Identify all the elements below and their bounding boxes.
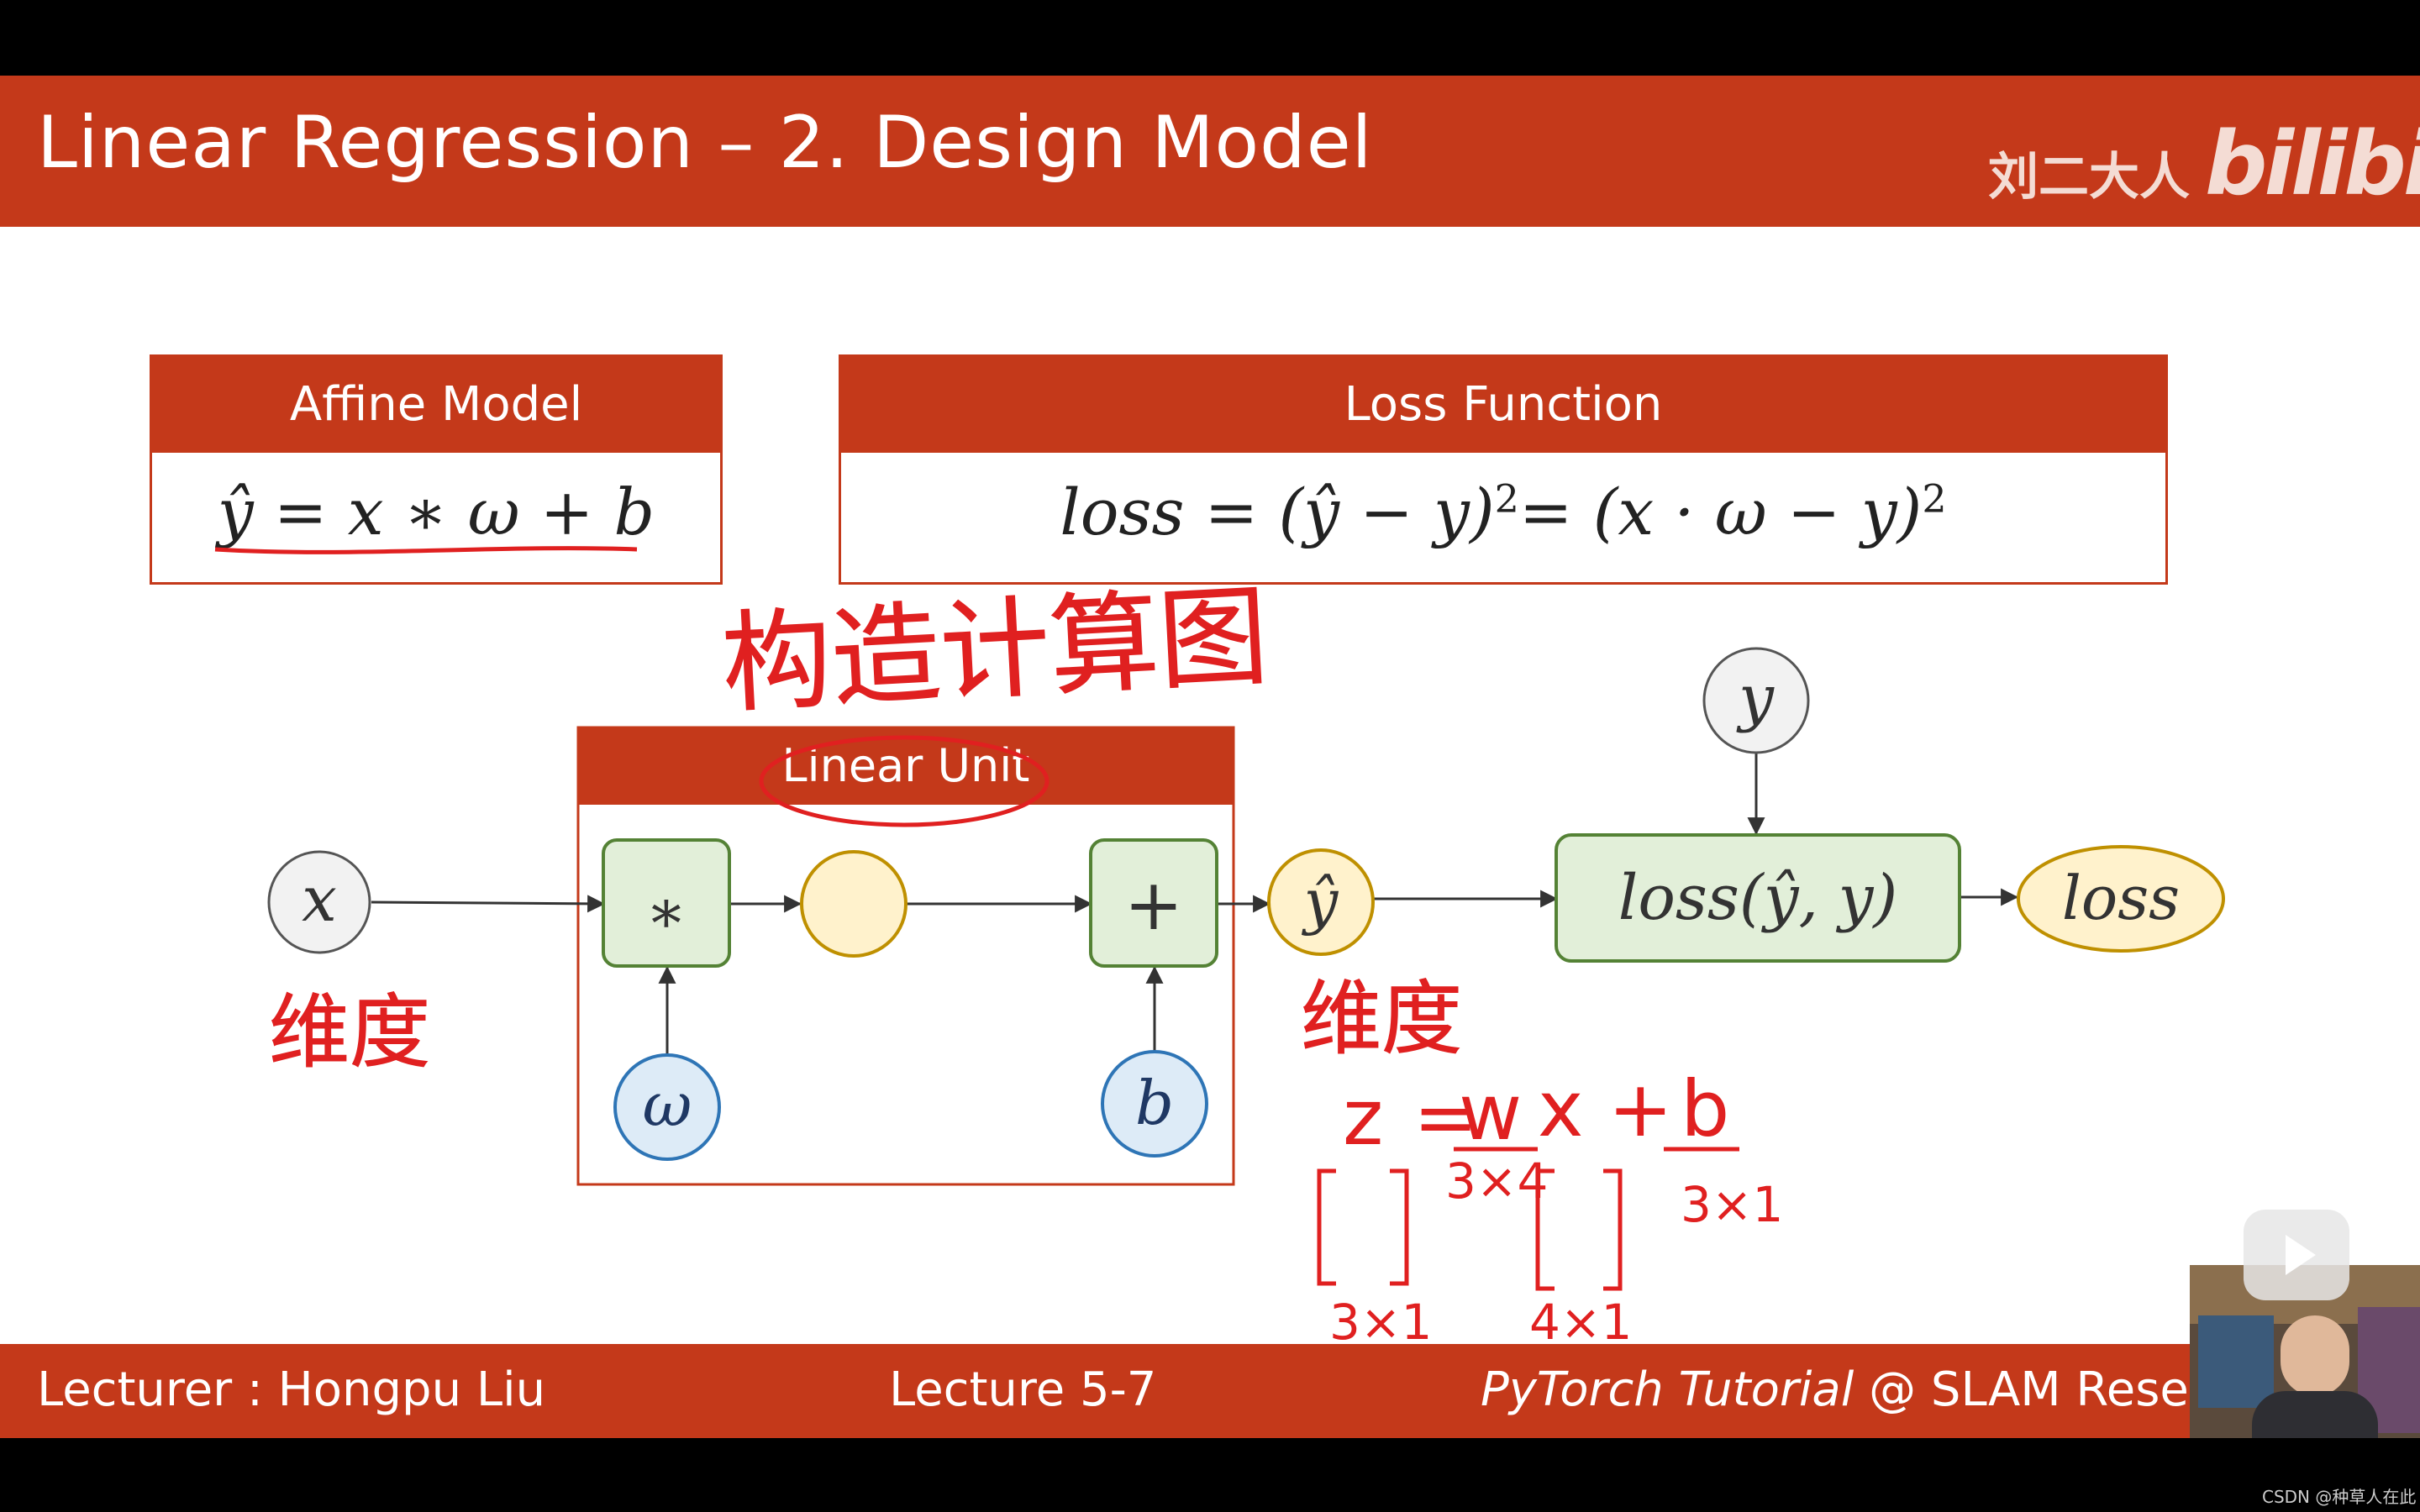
play-button[interactable] (2244, 1210, 2349, 1300)
handwritten-annotations: 构造计算图 维度 维度 z = w x + b 3×4 3×1 3×1 4×1 (269, 572, 1784, 1351)
webcam-person-head (2281, 1315, 2349, 1396)
y-hat-node-label: ŷ (1302, 866, 1339, 937)
handwriting-construct-graph: 构造计算图 (719, 572, 1271, 728)
intermediate-node (800, 850, 908, 958)
author-logo: 刘二大人 (1988, 148, 2190, 207)
loss-formula-left: loss = (ŷ − y) (1060, 475, 1495, 549)
dim-b-label: 3×1 (1681, 1176, 1783, 1233)
equation-b: b (1681, 1064, 1729, 1154)
b-node-label: b (1135, 1068, 1174, 1138)
loss-output-label: loss (2062, 863, 2180, 933)
loss-function-header: Loss Function (841, 357, 2165, 453)
loss-fn-node (1555, 833, 1961, 963)
loss-formula-exp-1: 2 (1494, 475, 1519, 522)
b-node (1101, 1050, 1208, 1158)
x-node (267, 850, 371, 954)
bilibili-logo: bilibili (2205, 113, 2420, 215)
loss-function-box: Loss Function loss = (ŷ − y)2= (x · ω − … (839, 354, 2168, 585)
multiply-node (602, 838, 731, 968)
affine-model-formula: ŷ = x ∗ ω + b (217, 475, 655, 549)
slide-title-bar (0, 76, 2420, 227)
webcam-person-body (2252, 1391, 2378, 1438)
footer-tutorial: PyTorch Tutorial @ SLAM Resear (1481, 1362, 2237, 1417)
omega-node (613, 1053, 721, 1161)
handwriting-dimension-x: 维度 (269, 985, 430, 1079)
multiply-node-label: ∗ (646, 876, 687, 947)
affine-formula-underline (214, 546, 638, 554)
equation-z: z (1343, 1073, 1383, 1163)
affine-model-header: Affine Model (152, 357, 720, 453)
y-hat-node (1267, 848, 1375, 956)
equation-x-plus: x + (1538, 1064, 1673, 1154)
add-node-label: + (1124, 864, 1183, 946)
footer-tutorial-name: PyTorch Tutorial (1481, 1362, 1854, 1417)
dim-z-label: 3×1 (1329, 1294, 1432, 1351)
equation-w: w (1459, 1068, 1522, 1158)
linear-unit-header (578, 727, 1234, 805)
dim-x-label: 4×1 (1529, 1294, 1632, 1351)
omega-node-label: ω (643, 1069, 692, 1140)
x-node-label: x (302, 864, 337, 936)
slide-footer (0, 1344, 2420, 1438)
loss-fn-node-label: loss(ŷ, y) (1618, 862, 1898, 934)
linear-unit-circled-mark (759, 735, 1050, 827)
y-node (1702, 647, 1810, 754)
loss-formula-exp-2: 2 (1922, 475, 1947, 522)
dim-w-label: 3×4 (1445, 1152, 1548, 1210)
y-node-label: y (1736, 662, 1775, 734)
loss-formula-mid: = (x · ω − y) (1518, 475, 1923, 549)
footer-lecture-number: Lecture 5-7 (889, 1362, 1157, 1417)
loss-output-node (2017, 845, 2225, 953)
footer-tutorial-org: @ SLAM Resear (1869, 1362, 2238, 1417)
affine-model-box: Affine Model ŷ = x ∗ ω + b (150, 354, 723, 585)
csdn-watermark: CSDN @种草人在此 (2262, 1487, 2417, 1507)
bracket-x (1535, 1168, 1623, 1291)
add-node (1089, 838, 1218, 968)
slide-title: Linear Regression – 2. Design Model (37, 101, 1373, 185)
handwriting-dimension-yhat: 维度 (1301, 972, 1462, 1066)
footer-lecturer: Lecturer : Hongpu Liu (37, 1362, 546, 1417)
loss-function-formula: loss = (ŷ − y)2= (x · ω − y)2 (841, 475, 2165, 549)
edge-x-to-multiply (371, 895, 606, 913)
bracket-z (1317, 1168, 1409, 1286)
webcam-books (2198, 1315, 2274, 1408)
